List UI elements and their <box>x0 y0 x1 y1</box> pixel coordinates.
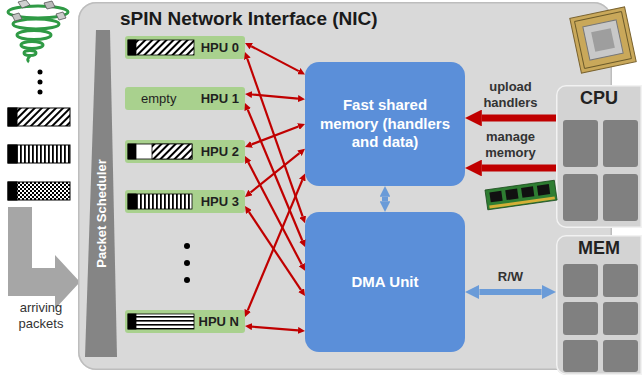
hpu-box: HPU 2 <box>125 140 245 163</box>
hpu-load-bars <box>128 40 194 329</box>
connector-arrow <box>248 110 303 241</box>
scheduler-label: Packet Scheduler <box>94 159 109 267</box>
scheduler-band: Packet Scheduler <box>85 30 117 357</box>
hpu-box: HPU 3 <box>125 190 245 213</box>
ellipsis-dots <box>38 70 43 95</box>
hpu-box: HPU 0 <box>125 36 245 59</box>
ram-stick-picture <box>485 180 557 210</box>
hpu-label: HPU 2 <box>201 144 239 159</box>
dma-box: DMA Unit <box>305 212 465 352</box>
hpu-label: HPU 3 <box>201 194 239 209</box>
arrival-arrow <box>8 207 80 309</box>
cpu-cores <box>563 120 638 221</box>
nic-housing: sPIN Network Interface (NIC) Packet Sched… <box>78 2 612 370</box>
hpu-label: HPU 1 <box>201 91 239 106</box>
hpu-state: empty <box>141 91 176 106</box>
scheduler-trapezoid <box>85 30 117 357</box>
connector-arrow <box>247 59 302 217</box>
connector-arrow <box>252 327 298 331</box>
nic-title: sPIN Network Interface (NIC) <box>120 8 378 30</box>
edge-label: R/W <box>468 269 554 285</box>
connector-arrow <box>248 180 303 310</box>
cpu-chip-picture <box>570 7 636 73</box>
ellipsis-dots <box>184 243 190 283</box>
connector-arrow <box>251 46 299 71</box>
unit-label: Fast shared memory (handlers and data) <box>315 96 455 152</box>
mem-panel: MEM <box>556 235 642 375</box>
panel-title: MEM <box>556 238 642 259</box>
packet-icons <box>8 108 70 200</box>
connector-arrow <box>252 127 299 145</box>
free-label: arriving packets <box>4 300 78 331</box>
memory-box: Fast shared memory (handlers and data) <box>305 62 465 186</box>
hpu-label: HPU 0 <box>201 40 239 55</box>
connector-arrow <box>482 165 556 172</box>
hpu-box: HPU N <box>125 310 245 333</box>
panel-title: CPU <box>556 88 642 109</box>
connector-arrow <box>382 197 388 201</box>
hpu-box: empty HPU 1 <box>125 87 245 110</box>
hpu-label: HPU N <box>199 314 239 329</box>
packet-cubes <box>12 0 66 21</box>
connector-arrow <box>250 153 299 192</box>
memory-banks <box>563 264 638 372</box>
cpu-panel: CPU <box>556 85 642 228</box>
connector-arrow <box>252 95 298 99</box>
edge-label: manage memory <box>468 129 554 160</box>
unit-label: DMA Unit <box>352 273 419 292</box>
connector-arrow <box>479 289 541 295</box>
tornado-icon <box>8 6 68 62</box>
connector-arrow <box>482 115 556 122</box>
connector-arrow <box>248 162 301 264</box>
connector-arrow <box>249 212 301 290</box>
edge-label: upload handlers <box>468 79 554 110</box>
